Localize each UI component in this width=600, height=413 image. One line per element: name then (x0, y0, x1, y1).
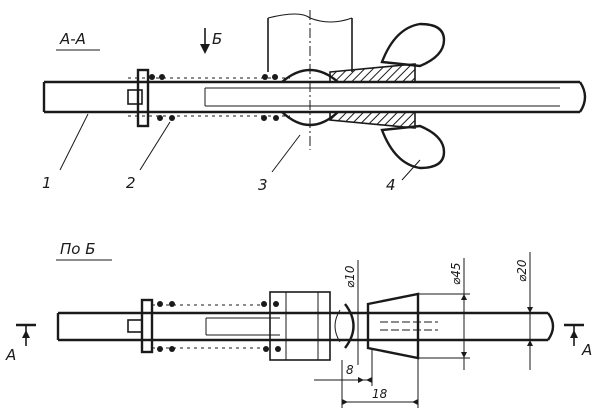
sphere-view-b (344, 303, 355, 349)
clamp-frame (269, 291, 331, 361)
cut-mark-left: А (5, 323, 36, 364)
section-a-a-title: А-А (59, 30, 86, 48)
dim-diameter-10-label: ⌀10 (343, 265, 357, 288)
wing-nut (380, 22, 446, 170)
flange-view-b (140, 298, 154, 354)
cut-mark-right-label: А (581, 341, 592, 359)
dim-diameter-20: ⌀20 (500, 252, 540, 370)
view-arrow-b-label: Б (212, 30, 222, 48)
dim-length-8: 8 (314, 348, 373, 386)
vertical-tube (267, 10, 353, 150)
dim-diameter-45-label: ⌀45 (449, 263, 463, 286)
coil-spring (128, 74, 290, 121)
dim-length-8-label: 8 (346, 363, 354, 377)
dim-diameter-10: ⌀10 (343, 260, 359, 365)
cone-view-b (366, 292, 420, 360)
hatched-cone (329, 63, 416, 83)
hatched-cone-lower (329, 111, 416, 129)
part-number-4: 4 (386, 176, 396, 194)
shaft (42, 80, 587, 114)
dim-length-18-label: 18 (372, 387, 388, 401)
part-number-3: 3 (258, 176, 268, 194)
dim-diameter-45: ⌀45 (418, 258, 470, 370)
cut-mark-right: А (564, 323, 592, 359)
view-b-title: По Б (60, 240, 96, 258)
leaders (59, 113, 421, 181)
view-arrow-b: Б (200, 28, 222, 54)
shaft-view-b (56, 311, 555, 342)
dim-diameter-20-label: ⌀20 (515, 259, 529, 282)
end-pin (127, 89, 143, 105)
cut-mark-left-label: А (5, 346, 16, 364)
coil-spring-view-b (152, 301, 281, 352)
dim-length-18: 18 (341, 358, 419, 408)
part-number-2: 2 (126, 174, 136, 192)
end-pin-view-b (127, 319, 143, 333)
part-number-1: 1 (42, 174, 52, 192)
flange (136, 68, 150, 128)
section-a-a: А-А Б (42, 10, 587, 194)
view-b: По Б А А (5, 240, 592, 408)
